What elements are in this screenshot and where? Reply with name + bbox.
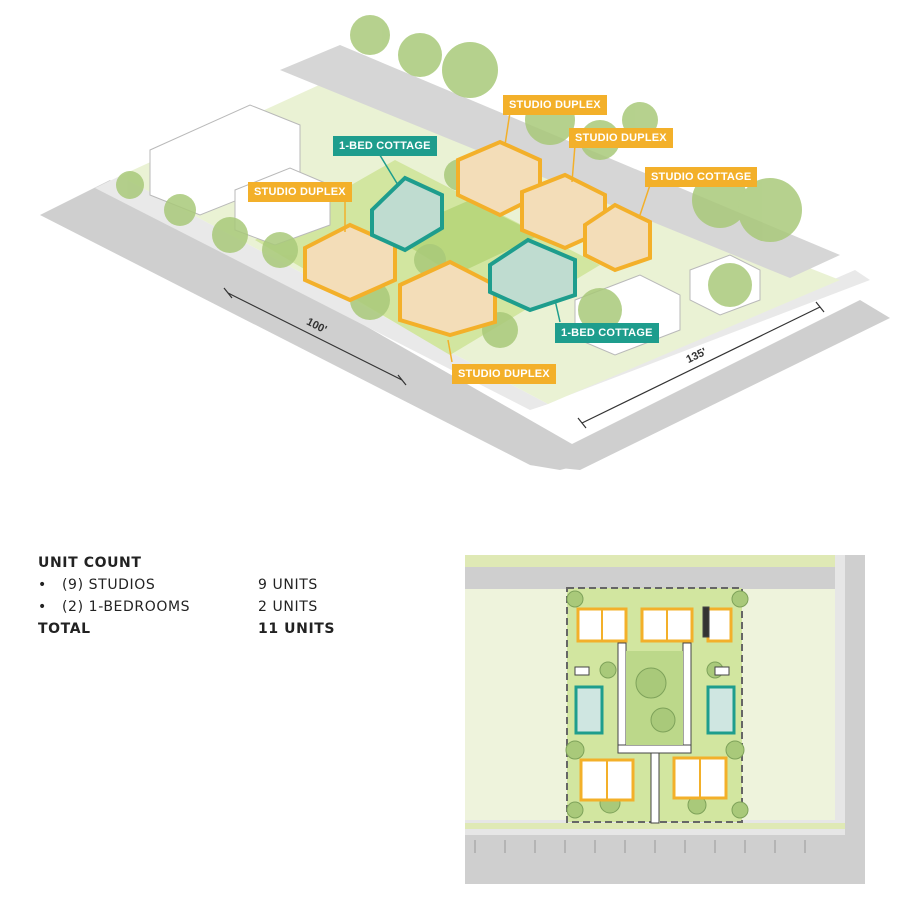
bullet-icon: • bbox=[38, 577, 47, 593]
street-side bbox=[530, 300, 890, 470]
label-studio-duplex-right: STUDIO DUPLEX bbox=[569, 128, 673, 148]
plan-studio-dividers bbox=[601, 609, 701, 800]
label-studio-cottage: STUDIO COTTAGE bbox=[645, 167, 758, 187]
bullet-icon: • bbox=[38, 599, 47, 615]
row-label: (2) 1-BEDROOMS bbox=[62, 599, 191, 615]
unit-count-row: • (2) 1-BEDROOMS 2 UNITS bbox=[38, 596, 368, 618]
plan-front-street bbox=[465, 835, 865, 884]
plan-one-bed-units bbox=[574, 685, 736, 735]
label-studio-duplex-bottom: STUDIO DUPLEX bbox=[452, 364, 556, 384]
studio-duplex-bottom bbox=[398, 259, 497, 338]
street-front bbox=[40, 180, 600, 470]
label-leaders bbox=[344, 111, 651, 363]
unit-count-total-row: TOTAL 11 UNITS bbox=[38, 618, 368, 640]
plan-side-street bbox=[845, 555, 865, 884]
one-bed-cottage-bottom bbox=[488, 237, 577, 313]
row-value: 2 UNITS bbox=[258, 599, 318, 615]
site-plan bbox=[465, 555, 865, 884]
alley bbox=[280, 45, 840, 278]
row-label: (9) STUDIOS bbox=[62, 577, 156, 593]
total-value: 11 UNITS bbox=[258, 621, 336, 637]
plan-parking-stripes bbox=[474, 840, 806, 853]
label-one-bed-cottage-bottom: 1-BED COTTAGE bbox=[555, 323, 659, 343]
label-one-bed-cottage-top: 1-BED COTTAGE bbox=[333, 136, 437, 156]
plan-alley bbox=[465, 567, 835, 589]
plan-bike-racks bbox=[574, 606, 730, 676]
unit-count-table: UNIT COUNT • (9) STUDIOS 9 UNITS • (2) 1-B… bbox=[38, 552, 368, 640]
row-value: 9 UNITS bbox=[258, 577, 318, 593]
unit-count-heading: UNIT COUNT bbox=[38, 555, 142, 571]
total-label: TOTAL bbox=[38, 621, 91, 637]
studio-cottage bbox=[583, 202, 652, 273]
studio-duplex-left bbox=[303, 222, 397, 303]
dimension-lines bbox=[223, 287, 825, 429]
plan-trees bbox=[565, 590, 749, 819]
unit-count-row: • (9) STUDIOS 9 UNITS bbox=[38, 574, 368, 596]
label-studio-duplex-left: STUDIO DUPLEX bbox=[248, 182, 352, 202]
label-studio-duplex-top: STUDIO DUPLEX bbox=[503, 95, 607, 115]
sidewalk-front bbox=[95, 176, 548, 410]
one-bed-cottage-top bbox=[370, 175, 444, 253]
